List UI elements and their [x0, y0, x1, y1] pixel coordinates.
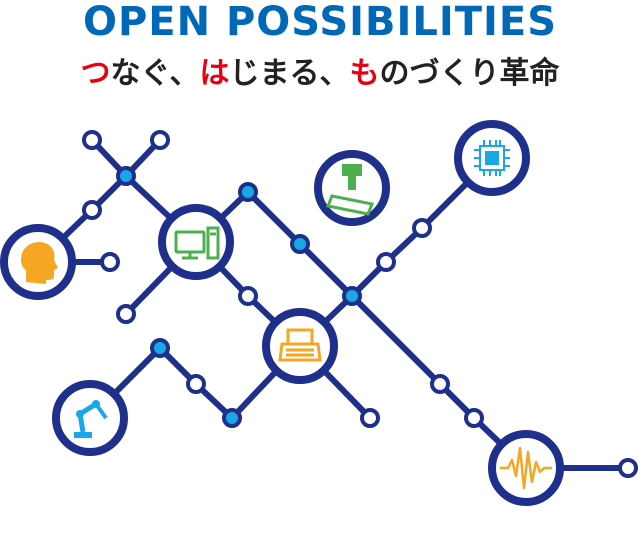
- tagline: つなぐ、はじまる、ものづくり革命: [0, 56, 640, 92]
- active-node-dot: [342, 286, 362, 306]
- headline: OPEN POSSIBILITIES: [82, 0, 558, 45]
- computer-icon: [174, 226, 220, 260]
- node-dot: [116, 304, 136, 324]
- active-nodes: [116, 166, 362, 428]
- small-nodes: [82, 130, 638, 478]
- active-node-dot: [150, 338, 170, 358]
- tagline-part: つ: [80, 56, 111, 91]
- node-dot: [376, 252, 396, 272]
- node-dot: [82, 130, 102, 150]
- active-node-dot: [116, 166, 136, 186]
- active-node-dot: [238, 182, 258, 202]
- node-dot: [360, 408, 380, 428]
- tagline-part: のづくり革命: [379, 56, 560, 91]
- icon-node: [262, 308, 338, 384]
- icon-nodes: [0, 120, 564, 506]
- node-dot: [186, 374, 206, 394]
- tagline-part: は: [199, 56, 230, 91]
- active-node-dot: [222, 408, 242, 428]
- tagline-part: じまる、: [229, 56, 350, 91]
- node-dot: [412, 218, 432, 238]
- robot-arm-icon: [74, 400, 108, 438]
- node-dot: [238, 286, 258, 306]
- node-dot: [82, 200, 102, 220]
- head-icon: [21, 242, 58, 284]
- node-dot: [100, 252, 120, 272]
- node-dot: [464, 408, 484, 428]
- node-dot: [150, 130, 170, 150]
- machine-console-icon: [278, 328, 322, 362]
- waveform-icon: [500, 446, 552, 490]
- tagline-part: も: [349, 56, 380, 91]
- milling-tool-icon: [325, 164, 375, 216]
- microchip-icon: [474, 140, 510, 176]
- node-dot: [618, 458, 638, 478]
- icon-node: [158, 204, 234, 280]
- active-node-dot: [290, 234, 310, 254]
- tagline-part: なぐ、: [110, 56, 200, 91]
- node-dot: [430, 374, 450, 394]
- icon-node: [52, 380, 128, 456]
